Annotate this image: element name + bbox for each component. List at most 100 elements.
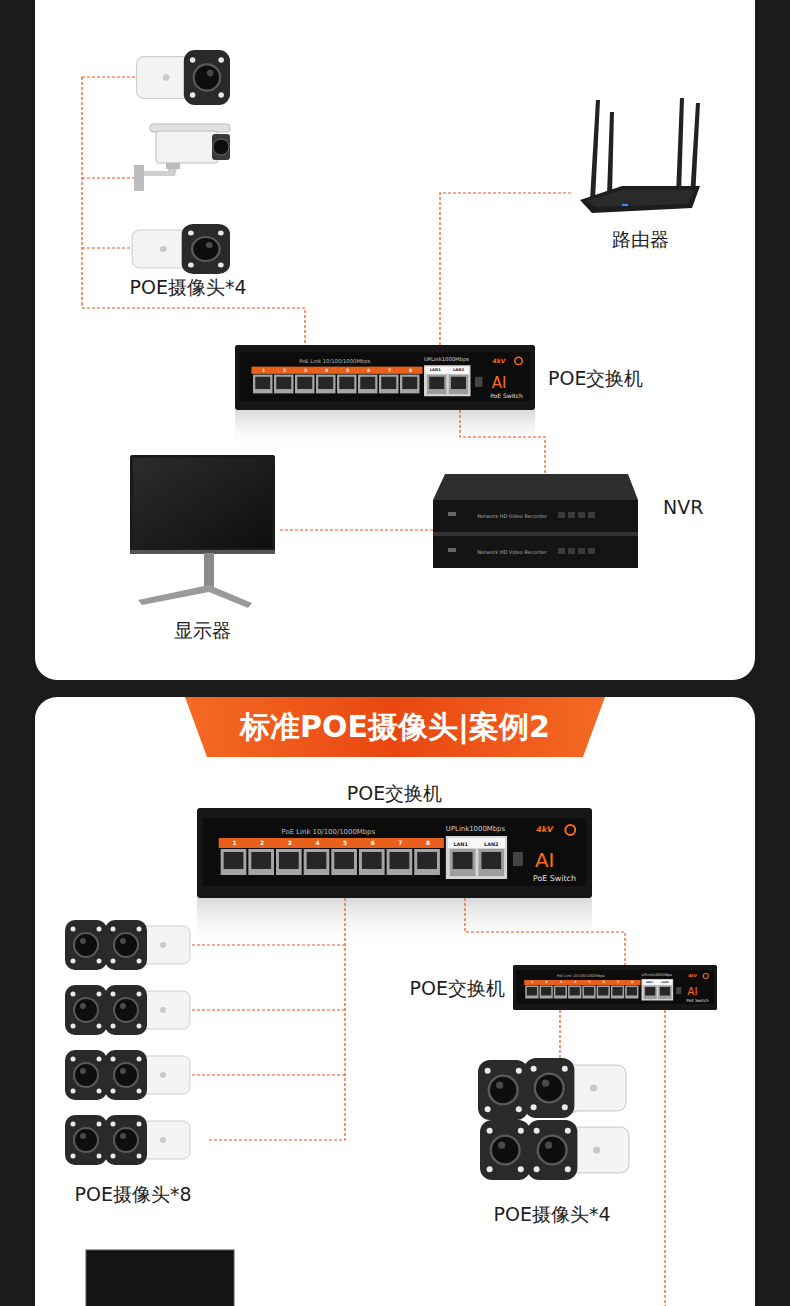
dashed-connector	[278, 529, 433, 530]
panel-text: LAN2	[453, 369, 464, 373]
monitor-part	[130, 550, 275, 554]
panel-text: 3	[304, 368, 307, 373]
panel-text: 4kV	[493, 358, 506, 364]
monitor: 显示器	[126, 453, 278, 646]
panel-text: UPLink1000Mbps	[642, 974, 673, 978]
camera-group-part	[156, 131, 218, 163]
panel-text: 1	[232, 841, 236, 847]
camera-group	[132, 50, 230, 274]
camera-group-part	[105, 985, 190, 1035]
nvr-part	[448, 512, 456, 516]
panel-text: LAN2	[661, 981, 669, 984]
panel-text: 5	[588, 981, 590, 984]
switch	[235, 345, 535, 410]
router-part	[580, 186, 700, 213]
camera-group-part	[105, 920, 190, 970]
camera-group-part	[132, 224, 230, 274]
nvr	[433, 474, 638, 568]
nvr-part	[558, 548, 565, 554]
panel-text: Network HD Video Recorder	[477, 550, 547, 555]
panel-text: AI	[492, 376, 507, 391]
panel-text: 7	[617, 981, 619, 984]
panel-text: 8	[426, 841, 430, 847]
panel-text: 8	[409, 368, 412, 373]
panel-text: LAN1	[645, 981, 653, 984]
leader-lines	[82, 77, 665, 1306]
panel-text: PoE Switch	[490, 393, 523, 399]
dashed-connector	[82, 303, 305, 345]
panel-text: 8	[631, 981, 633, 984]
dashed-connector	[208, 898, 345, 1140]
device-label: NVR	[663, 495, 703, 518]
device-label: POE交换机	[347, 782, 442, 805]
panel-text: PoE Link 10/100/1000Mbps	[299, 360, 370, 365]
panel-text: 4kV	[688, 974, 697, 978]
panel-text: 2	[260, 841, 264, 847]
reflection	[235, 410, 535, 450]
leader-lines-part	[81, 77, 82, 303]
poe-switch: POE交换机	[197, 808, 592, 898]
panel-text: 4	[574, 981, 576, 984]
banner-shape	[185, 697, 605, 757]
panel-text: AI	[688, 986, 698, 996]
camera-group-part	[524, 1058, 626, 1118]
device-label: 显示器	[174, 619, 231, 642]
panel-text: UPLink1000Mbps	[424, 358, 469, 363]
router	[580, 98, 700, 213]
reflection	[197, 898, 592, 948]
router-part	[690, 103, 700, 198]
panel-text: 7	[398, 841, 402, 847]
panel-text: 5	[343, 841, 347, 847]
camera-group: POE摄像头*4	[80, 45, 296, 303]
router-part	[590, 100, 600, 200]
nvr-part	[433, 532, 638, 536]
panel-text: LAN2	[484, 841, 499, 846]
poe-switch: POE交换机	[235, 345, 535, 410]
switch	[513, 965, 717, 1010]
leader-lines-part	[192, 1009, 345, 1010]
panel-text: 1	[531, 981, 533, 984]
leader-lines-part	[664, 1010, 665, 1306]
device-label: POE交换机	[410, 976, 505, 999]
device-label: POE摄像头*4	[129, 276, 246, 299]
nvr-part	[448, 548, 456, 552]
nvr-part	[578, 548, 585, 554]
panel-text: AI	[535, 851, 554, 871]
monitor-part	[86, 1250, 234, 1306]
device-label: POE摄像头*4	[493, 1203, 610, 1226]
camera-group	[478, 1058, 629, 1180]
monitor-part	[130, 455, 275, 553]
dashed-connector	[559, 1010, 560, 1058]
monitor-part	[138, 585, 252, 608]
panel-text: 4	[315, 841, 319, 847]
router-part	[607, 112, 614, 195]
camera-group	[65, 920, 190, 1165]
camera-group-part	[105, 1050, 190, 1100]
monitor-part	[204, 553, 214, 588]
monitor	[130, 455, 275, 608]
router-part	[676, 98, 684, 195]
nvr-part	[578, 512, 585, 518]
panel-text: UPLink1000Mbps	[446, 826, 505, 833]
panel-text: 3	[288, 841, 292, 847]
panel-text: 5	[346, 368, 349, 373]
panel-text: 4	[325, 368, 328, 373]
switch	[197, 808, 592, 898]
nvr-part	[588, 548, 595, 554]
leader-lines-part	[192, 1074, 345, 1075]
panel	[35, 697, 755, 1306]
banner: 标准POE摄像头|案例2	[185, 697, 605, 757]
panel-text: PoE Switch	[687, 998, 709, 1002]
camera-group-part	[527, 1120, 629, 1180]
leader-lines-part	[82, 76, 136, 77]
nvr-part	[558, 512, 565, 518]
router-part	[622, 204, 628, 206]
dashed-connector	[440, 193, 572, 345]
nvr-part	[433, 474, 638, 500]
panel-text: 3	[560, 981, 562, 984]
nvr-part	[433, 500, 638, 532]
dashed-connector	[465, 898, 625, 965]
